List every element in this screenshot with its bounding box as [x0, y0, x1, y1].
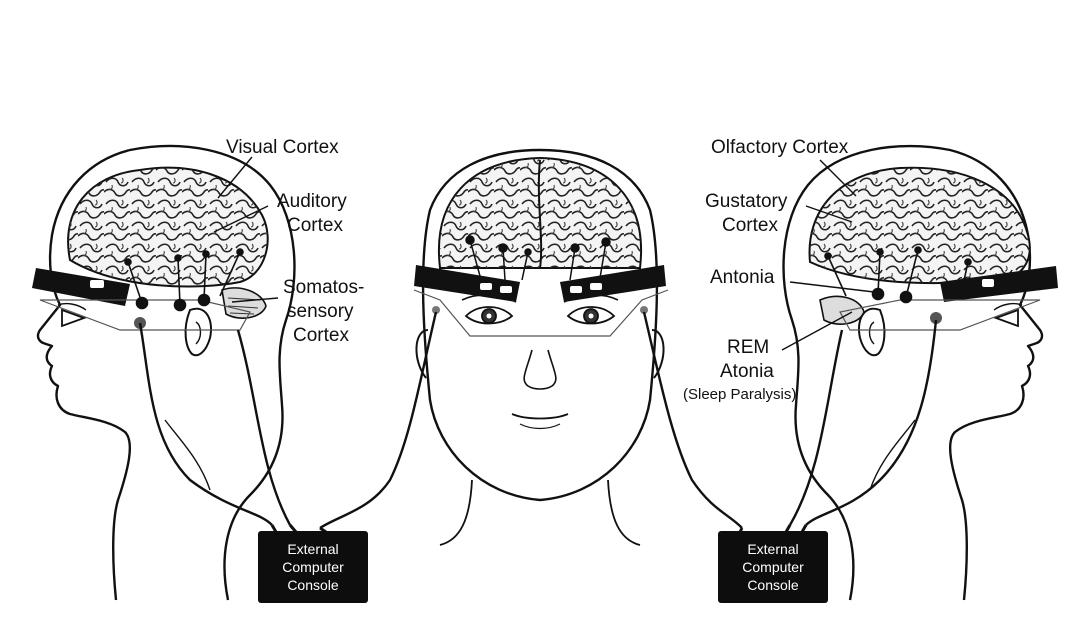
label-auditory-cortex-1: Auditory [277, 191, 347, 212]
label-somatosensory-3: Cortex [293, 325, 349, 346]
center-electrodes [465, 235, 611, 281]
right-head [781, 144, 1058, 601]
label-gustatory-cortex-2: Cortex [722, 215, 778, 236]
label-rem-2: Atonia [720, 361, 774, 382]
center-eyes [461, 294, 619, 325]
label-rem-1: REM [727, 337, 770, 358]
console-right-line3: Console [747, 577, 799, 593]
right-headband [940, 266, 1058, 302]
left-ear [184, 307, 212, 357]
console-left-line3: Console [287, 577, 339, 593]
right-ear [858, 307, 886, 357]
external-console-left: External Computer Console [258, 531, 368, 603]
right-electrodes [824, 246, 972, 304]
center-headband [414, 265, 520, 302]
console-right-line2: Computer [742, 559, 804, 575]
center-head-outline [421, 148, 659, 502]
console-right-line1: External [747, 541, 799, 557]
left-headband [32, 268, 130, 306]
external-console-right: External Computer Console [718, 531, 828, 603]
center-head [319, 148, 743, 546]
console-left-line1: External [287, 541, 339, 557]
label-rem-3: (Sleep Paralysis) [683, 386, 797, 403]
label-antonia: Antonia [710, 267, 775, 288]
label-somatosensory-2: sensory [287, 301, 354, 322]
label-olfactory-cortex: Olfactory Cortex [711, 137, 849, 158]
label-auditory-cortex-2: Cortex [287, 215, 343, 236]
console-left-line2: Computer [282, 559, 344, 575]
label-somatosensory-1: Somatos- [283, 277, 365, 298]
left-head-outline [36, 144, 296, 601]
label-visual-cortex: Visual Cortex [226, 137, 339, 158]
left-electrodes [124, 248, 244, 312]
label-gustatory-cortex-1: Gustatory [705, 191, 788, 212]
left-head [32, 144, 296, 601]
